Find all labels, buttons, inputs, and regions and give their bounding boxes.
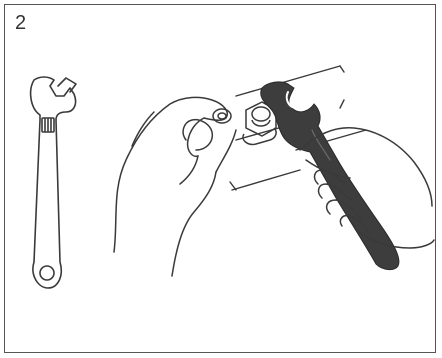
left-hand xyxy=(114,97,236,276)
adjustable-wrench-icon xyxy=(31,77,76,288)
